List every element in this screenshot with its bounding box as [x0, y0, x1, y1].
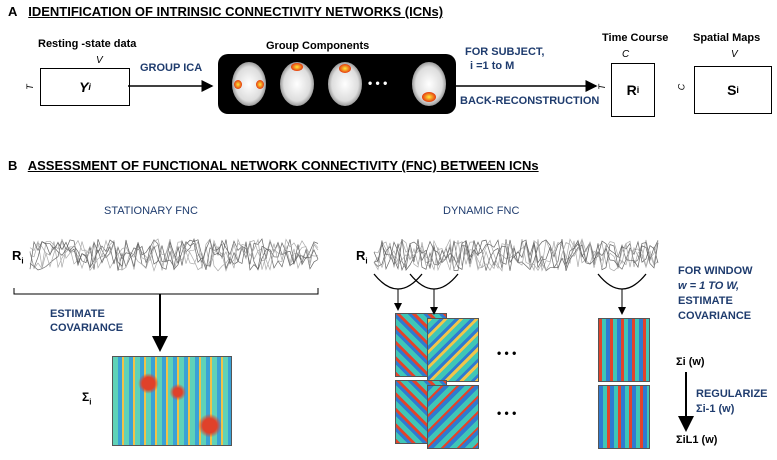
resting-state-label: Resting -state data — [38, 38, 137, 50]
regularize-label: REGULARIZE — [696, 388, 768, 400]
resting-symbol: Y — [79, 79, 89, 95]
window-line1: FOR WINDOW — [678, 265, 753, 277]
section-a-letter: A — [8, 4, 18, 19]
dynamic-dots-row2: • • • — [497, 406, 517, 420]
dynamic-r: Ri — [356, 248, 368, 266]
dynamic-timecourses — [373, 238, 659, 272]
stationary-fnc-matrix — [112, 356, 232, 446]
stationary-fnc-title: STATIONARY FNC — [104, 205, 198, 217]
window-matrix-2 — [427, 318, 479, 382]
activation-blob — [339, 64, 351, 73]
window-line2: w = 1 TO W, — [678, 280, 740, 292]
section-b-letter: B — [8, 158, 18, 173]
section-a-title: IDENTIFICATION OF INTRINSIC CONNECTIVITY… — [28, 4, 444, 19]
dynamic-fnc-title: DYNAMIC FNC — [443, 205, 520, 217]
timecourse-trace — [373, 239, 659, 272]
timecourse-trace — [29, 238, 319, 271]
timecourse-trace — [29, 237, 319, 271]
spatial-maps-label: Spatial Maps — [693, 32, 761, 44]
group-components-label: Group Components — [266, 40, 370, 52]
window-curve-2 — [409, 273, 459, 290]
activation-blob — [234, 80, 242, 89]
sigma-l1-label: ΣiL1 (w) — [676, 434, 718, 446]
time-course-subscript: i — [636, 85, 640, 95]
group-ica-label: GROUP ICA — [140, 62, 203, 74]
for-subject-line1: FOR SUBJECT, — [465, 46, 545, 58]
stationary-r: Ri — [12, 248, 24, 266]
dynamic-r-symbol: R — [356, 248, 366, 263]
l1-matrix-w — [598, 385, 650, 449]
section-a-heading: A IDENTIFICATION OF INTRINSIC CONNECTIVI… — [8, 4, 443, 19]
stationary-timecourses — [29, 237, 319, 272]
dynamic-r-sub: i — [365, 256, 368, 266]
stationary-r-symbol: R — [12, 248, 22, 263]
spatial-maps-dim-top: V — [731, 49, 738, 60]
window-line4: COVARIANCE — [678, 310, 752, 322]
timecourse-trace — [29, 238, 319, 272]
group-components-panel: • • • — [218, 54, 456, 114]
time-course-dim-top: C — [622, 49, 630, 60]
sigma-w-label: Σi (w) — [676, 356, 705, 368]
timecourse-trace — [29, 239, 319, 271]
back-reconstruction-label: BACK-RECONSTRUCTION — [460, 95, 600, 107]
stationary-r-sub: i — [21, 256, 24, 266]
stationary-sigma: Σi — [82, 390, 91, 406]
resting-dim-top: V — [96, 55, 103, 66]
window-curve-w — [597, 273, 647, 290]
activation-blob — [422, 92, 436, 102]
covariance-label: COVARIANCE — [50, 322, 124, 334]
time-course-label: Time Course — [602, 32, 669, 44]
for-subject-line2: i =1 to M — [470, 60, 515, 72]
activation-blob — [291, 63, 303, 71]
time-course-symbol: R — [626, 82, 637, 98]
window-curve-1 — [373, 273, 423, 290]
section-b-title: ASSESSMENT OF FUNCTIONAL NETWORK CONNECT… — [27, 158, 539, 173]
section-b-heading: B ASSESSMENT OF FUNCTIONAL NETWORK CONNE… — [8, 158, 539, 173]
l1-matrix-2 — [427, 385, 479, 449]
timecourse-trace — [29, 238, 319, 272]
dynamic-dots-row1: • • • — [497, 346, 517, 360]
sigma-inv-label: Σi-1 (w) — [696, 403, 735, 415]
estimate-label: ESTIMATE — [50, 308, 105, 320]
stationary-sigma-sub: i — [89, 397, 92, 407]
activation-blob — [256, 80, 264, 89]
stationary-bracket — [13, 288, 319, 295]
window-matrix-w — [598, 318, 650, 382]
timecourse-trace — [373, 238, 659, 272]
components-ellipsis: • • • — [368, 76, 388, 90]
stationary-sigma-symbol: Σ — [82, 390, 90, 404]
window-line3: ESTIMATE — [678, 295, 733, 307]
spatial-maps-symbol: S — [727, 82, 737, 98]
resting-subscript: i — [88, 82, 91, 92]
timecourse-trace — [29, 239, 319, 271]
timecourse-trace — [373, 239, 659, 271]
spatial-maps-subscript: i — [736, 85, 739, 95]
